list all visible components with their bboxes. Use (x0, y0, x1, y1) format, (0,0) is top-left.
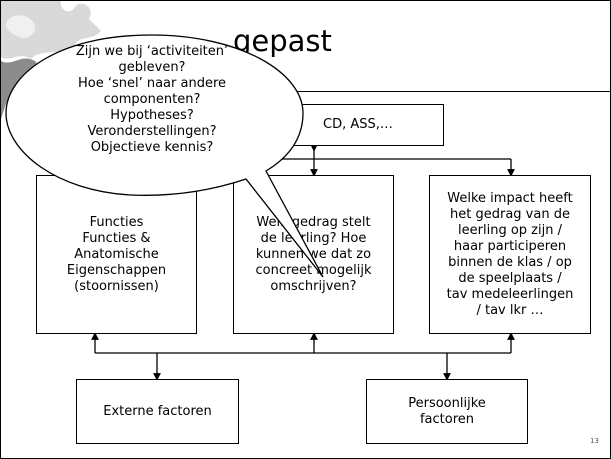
impact-box: Welke impact heeft het gedrag van de lee… (429, 175, 591, 334)
top-box-text: CD, ASS,… (323, 117, 393, 132)
bubble-line: Zijn we bij ‘activiteiten’ (75, 44, 229, 59)
title-divider (183, 91, 610, 92)
impact-box-text: Welke impact heeft het gedrag van de lee… (446, 190, 574, 318)
page-number: 13 (590, 437, 599, 445)
speech-bubble-text: Zijn we bij ‘activiteiten’ gebleven? Hoe… (41, 44, 263, 156)
bubble-line: gebleven? (118, 60, 186, 75)
functies-box-text: Functies Functies & Anatomische Eigensch… (66, 214, 167, 294)
bubble-line: Objectieve kennis? (90, 140, 214, 155)
persoonlijke-factoren-box: Persoonlijke factoren (366, 379, 528, 444)
bubble-line: componenten? (103, 92, 201, 107)
externe-factoren-text: Externe factoren (103, 403, 212, 419)
bubble-line: Hoe ‘snel’ naar andere (77, 76, 227, 91)
top-box: CD, ASS,… (275, 104, 444, 146)
bubble-line: Veronderstellingen? (87, 124, 217, 139)
functies-box: Functies Functies & Anatomische Eigensch… (36, 175, 197, 334)
bubble-line: Hypotheses? (110, 108, 194, 123)
externe-factoren-box: Externe factoren (76, 379, 239, 444)
slide-title: gepast (233, 24, 332, 58)
persoonlijke-factoren-text: Persoonlijke factoren (408, 395, 486, 427)
